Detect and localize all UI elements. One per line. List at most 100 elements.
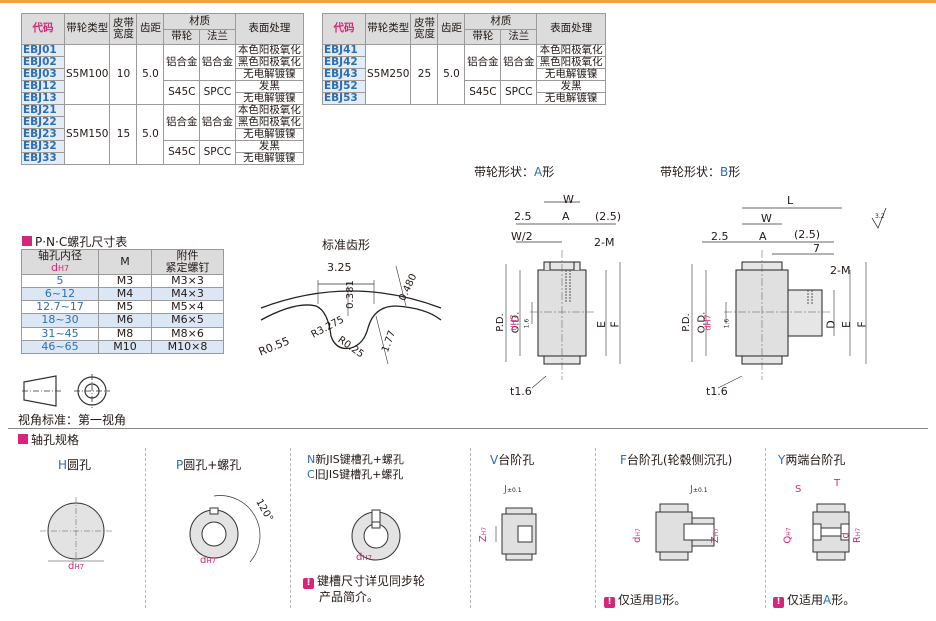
code-cell[interactable]: EBJ03 (21, 68, 65, 82)
th-pitch: 齿距 (136, 13, 165, 45)
shape-b-W: W (761, 212, 772, 225)
mat-cell: 铝合金 (163, 43, 201, 82)
bore-n-note: !键槽尺寸详见同步轮 产品简介。 (303, 573, 425, 605)
type-cell: S5M150 (63, 104, 111, 166)
th-screw: 附件紧定螺钉 (151, 248, 224, 276)
shape-a-title: 带轮形状：A形 (474, 165, 555, 179)
surface-cell: 无电解镀镍 (234, 92, 305, 106)
code-cell[interactable]: EBJ43 (322, 68, 366, 82)
mat-cell: S45C (464, 80, 502, 106)
code-cell[interactable]: EBJ01 (21, 43, 65, 58)
bore-h-title: H圆孔 (58, 458, 92, 472)
bore-v-Z: ZH7 (478, 526, 490, 543)
surface-cell: 无电解镀镍 (234, 68, 305, 82)
code-cell[interactable]: EBJ52 (322, 80, 366, 94)
pnc-cell: M5 (98, 300, 152, 315)
th-code: 代码 (322, 13, 366, 45)
surface-cell: 发黑 (536, 80, 606, 94)
pnc-cell: M8 (98, 326, 152, 341)
th-pulley-type: 带轮类型 (63, 13, 111, 45)
type-cell: S5M100 (63, 43, 111, 106)
col-divider (595, 448, 596, 608)
code-cell[interactable]: EBJ22 (21, 116, 65, 130)
pnc-cell: 12.7~17 (21, 300, 99, 315)
bore-y-T: T (834, 478, 841, 489)
th-surface: 表面处理 (234, 13, 305, 45)
code-cell[interactable]: EBJ53 (322, 92, 366, 106)
pnc-cell: M5×4 (151, 300, 224, 315)
pnc-cell: M4 (98, 287, 152, 302)
surface-cell: 发黑 (234, 80, 305, 94)
pnc-cell: M8×6 (151, 326, 224, 341)
shape-a-drawing (505, 201, 621, 389)
shape-b-p25: (2.5) (794, 228, 821, 241)
th-pulley-type: 带轮类型 (364, 13, 412, 45)
shape-b-D: D (824, 320, 838, 329)
mat-cell: SPCC (199, 140, 236, 166)
surface-cell: 无电解镀镍 (536, 92, 606, 106)
surface-cell: 无电解镀镍 (234, 128, 305, 142)
spec-table-1: 代码 带轮类型 皮带宽度 齿距 材质 表面处理 带轮 法兰 EBJ01 S5M1… (21, 13, 305, 166)
code-cell[interactable]: EBJ12 (21, 80, 65, 94)
bore-f-drawing (655, 503, 715, 561)
shape-b-dH7: dH7 (703, 314, 713, 331)
th-mat-pulley: 带轮 (464, 28, 502, 45)
shape-b-title: 带轮形状：B形 (660, 165, 741, 179)
surface-cell: 黑色阳极氧化 (234, 116, 305, 130)
bore-p-drawing (189, 495, 261, 563)
shape-b-25: 2.5 (711, 230, 729, 243)
code-cell[interactable]: EBJ02 (21, 56, 65, 70)
surface-cell: 本色阳极氧化 (536, 43, 606, 58)
tooth-profile-drawing (260, 265, 442, 365)
col-divider (145, 448, 146, 608)
pnc-cell: M3×3 (151, 274, 224, 289)
tooth-dim-325: 3.25 (327, 261, 352, 274)
shape-b-PD: P.D. (680, 313, 692, 332)
bore-y-R: RH7 (852, 527, 864, 544)
code-cell[interactable]: EBJ21 (21, 104, 65, 118)
shape-a-W2: W/2 (511, 230, 533, 243)
th-code: 代码 (21, 13, 65, 45)
info-icon: ! (303, 578, 314, 589)
code-cell[interactable]: EBJ23 (21, 128, 65, 142)
col-divider (470, 448, 471, 608)
shape-a-A: A (562, 210, 570, 223)
bore-v-drawing (495, 507, 537, 561)
surface-cell: 黑色阳极氧化 (536, 56, 606, 70)
code-cell[interactable]: EBJ32 (21, 140, 65, 154)
pnc-cell: M10×8 (151, 339, 224, 354)
section-divider (8, 428, 928, 429)
surface-cell: 无电解镀镍 (234, 152, 305, 166)
bore-f-d: dH7 (631, 528, 643, 543)
shape-a-p25: (2.5) (595, 210, 622, 223)
surface-cell: 本色阳极氧化 (234, 104, 305, 118)
code-cell[interactable]: EBJ13 (21, 92, 65, 106)
mat-cell: 铝合金 (199, 104, 236, 142)
bore-h-dim: dH7 (68, 561, 85, 572)
bore-y-d: d (840, 532, 852, 539)
code-cell[interactable]: EBJ33 (21, 152, 65, 166)
shape-b-7: 7 (813, 242, 820, 255)
bore-n-title: N新JIS键槽孔+螺孔 (307, 453, 404, 466)
type-cell: S5M250 (364, 43, 412, 106)
pnc-title: P·N·C螺孔尺寸表 (22, 233, 127, 250)
bore-c-title: C旧JIS键槽孔+螺孔 (307, 468, 404, 481)
th-material: 材质 (464, 13, 538, 30)
shape-b-L: L (787, 194, 794, 207)
projection-symbol-icon (22, 374, 110, 408)
th-surface: 表面处理 (536, 13, 606, 45)
code-cell[interactable]: EBJ42 (322, 56, 366, 70)
bore-f-title: F台阶孔(轮毂侧沉孔) (620, 453, 733, 467)
pnc-cell: 46~65 (21, 339, 99, 354)
code-cell[interactable]: EBJ41 (322, 43, 366, 58)
mat-cell: 铝合金 (464, 43, 502, 82)
spec-table-2: 代码 带轮类型 皮带宽度 齿距 材质 表面处理 带轮 法兰 EBJ41 S5M2… (322, 13, 606, 106)
col-divider (290, 448, 291, 608)
col-divider (765, 448, 766, 608)
view-standard-label: 视角标准：第一视角 (18, 413, 127, 427)
info-icon: ! (773, 597, 784, 608)
bore-h-drawing (40, 497, 112, 565)
bore-f-J: J±0.1 (690, 484, 708, 495)
